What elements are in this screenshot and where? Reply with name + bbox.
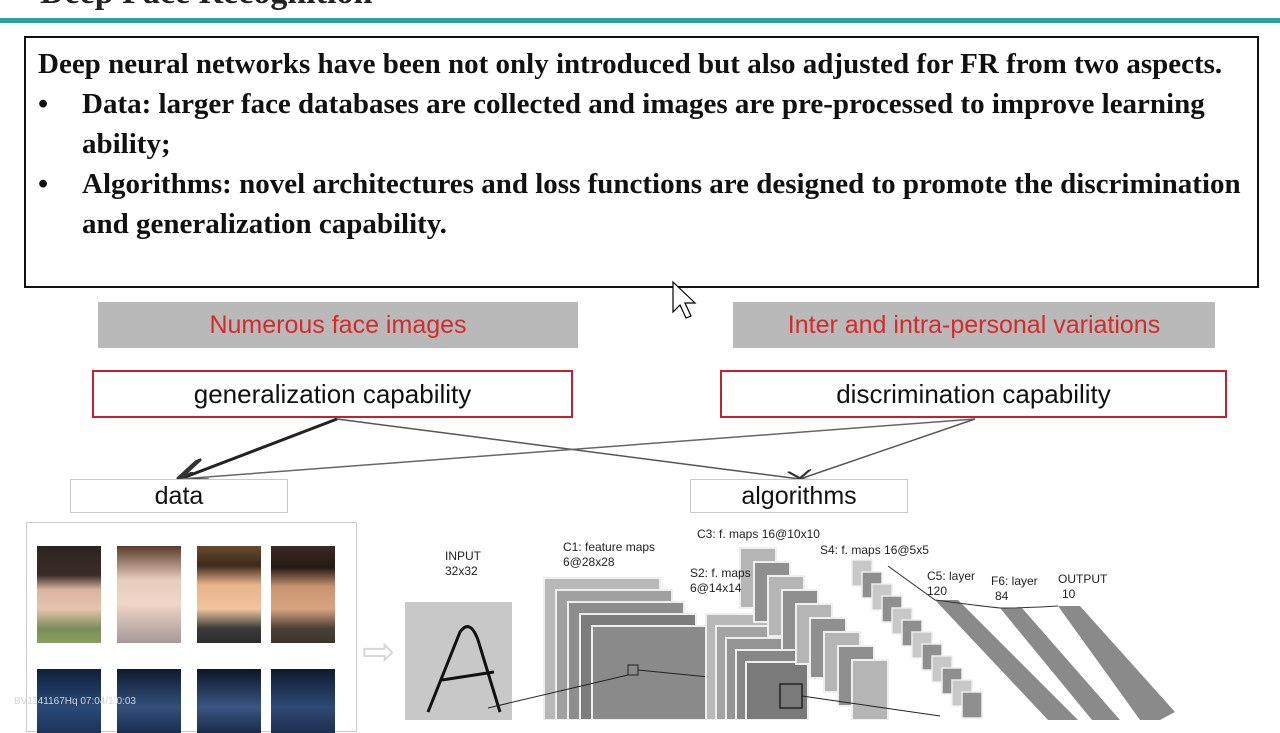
title-accent-bar (0, 18, 1280, 23)
data-label: data (70, 479, 288, 513)
arrow-discrimination-to-algorithms (800, 418, 976, 479)
cnn-s4-label: S4: f. maps 16@5x5 (820, 543, 929, 557)
face-photo-man (271, 546, 335, 643)
cnn-c1-map (591, 625, 709, 720)
cnn-s2-map (745, 661, 809, 720)
cnn-f6-label: F6: layer (991, 574, 1038, 588)
cnn-c3-label: C3: f. maps 16@10x10 (697, 527, 820, 541)
bullet-algorithms: • Algorithms: novel architectures and lo… (38, 164, 1247, 244)
cnn-c5-label: C5: layer (927, 569, 975, 583)
arrow-discrimination-to-data (180, 418, 976, 479)
intro-text: Deep neural networks have been not only … (38, 48, 1223, 80)
cnn-c5-size: 120 (927, 584, 947, 598)
cnn-output-layer (1058, 606, 1175, 720)
cnn-s2-connection (801, 695, 941, 717)
bullet-data: • Data: larger face databases are collec… (38, 84, 1247, 164)
cnn-s4-stack (851, 559, 983, 719)
right-arrow-icon: ⇨ (362, 630, 396, 674)
cnn-c1-size: 6@28x28 (563, 555, 615, 569)
cnn-c3-stack (739, 547, 889, 720)
algorithms-label: algorithms (690, 479, 908, 513)
arrow-generalization-to-data (180, 417, 338, 479)
face-photo-boy (197, 546, 261, 643)
cnn-input-size: 32x32 (445, 564, 478, 578)
cnn-s2-label: S2: f. maps (690, 566, 751, 580)
video-watermark: BV1141167Hq 07:04/1:0:03 (14, 696, 136, 707)
header-numerous-face-images: Numerous face images (98, 302, 578, 348)
slide-title: Deep Face Recognition (0, 0, 1280, 14)
cnn-c1-label: C1: feature maps (563, 540, 655, 554)
cnn-input-label: INPUT (445, 549, 482, 563)
cnn-c5-layer (935, 600, 1078, 720)
discrimination-capability-box: discrimination capability (720, 370, 1227, 418)
cnn-s2-size: 6@14x14 (690, 581, 742, 595)
cnn-c1-connection (487, 674, 629, 709)
face-photo-woman-2 (117, 546, 181, 643)
summary-textbox: Deep neural networks have been not only … (24, 36, 1259, 288)
cnn-input-letter-a (426, 625, 502, 713)
cnn-f6-layer (1000, 608, 1120, 720)
cnn-input-plane (405, 602, 512, 720)
cnn-output-label: OUTPUT (1058, 572, 1108, 586)
cnn-f6-size: 84 (995, 589, 1009, 603)
bullet-data-text: Data: larger face databases are collecte… (82, 88, 1205, 160)
header-variations: Inter and intra-personal variations (733, 302, 1215, 348)
bullet-algorithms-text: Algorithms: novel architectures and loss… (82, 168, 1241, 240)
face-photo-woman-1 (37, 546, 101, 643)
cnn-output-size: 10 (1062, 587, 1076, 601)
bullet-marker: • (38, 88, 49, 120)
cnn-fc-connection (887, 565, 1059, 609)
bullet-marker: • (38, 168, 49, 200)
generalization-capability-box: generalization capability (92, 370, 573, 418)
